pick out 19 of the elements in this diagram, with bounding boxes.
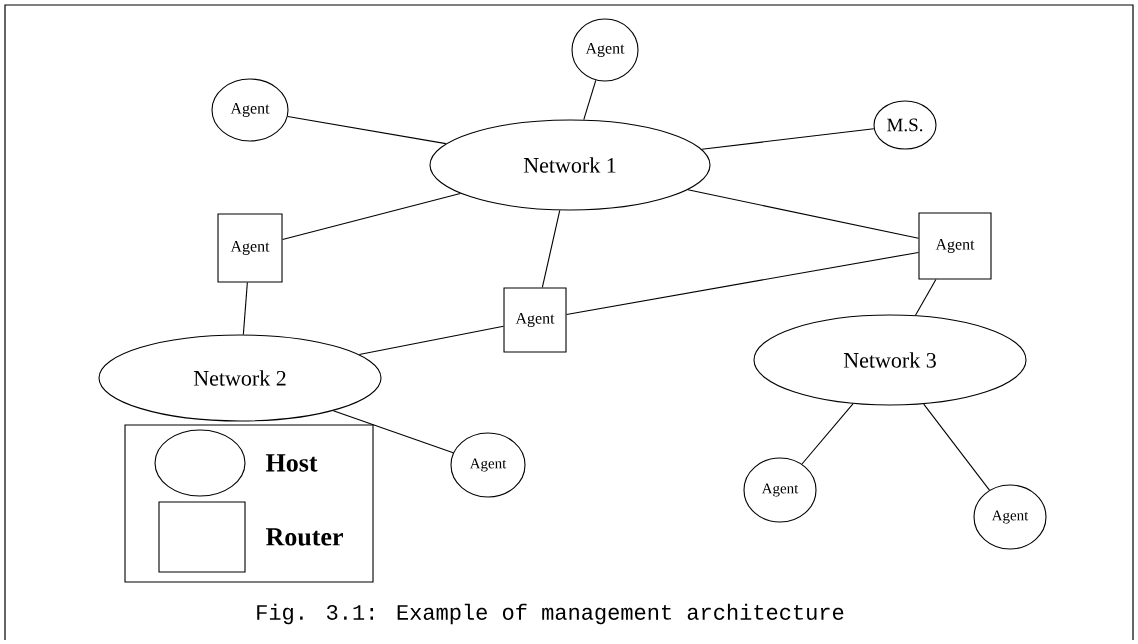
- link-line: [914, 279, 937, 316]
- link-line: [242, 282, 248, 335]
- link-line: [701, 128, 875, 150]
- link-line: [801, 403, 854, 465]
- caption: Fig. 3.1: Example of management architecture: [257, 603, 844, 625]
- link-line: [358, 325, 504, 356]
- link-line: [583, 79, 597, 121]
- legend-label: Router: [266, 528, 343, 546]
- link-line: [687, 189, 919, 239]
- router-box: Agent: [217, 213, 283, 283]
- router-box: Agent: [503, 287, 567, 353]
- link-line: [923, 403, 990, 491]
- link-line: [287, 115, 447, 145]
- link-line: [566, 251, 919, 316]
- router-box: Agent: [918, 212, 992, 280]
- link-line: [541, 209, 561, 288]
- legend-label: Host: [266, 454, 318, 472]
- link-line: [282, 192, 461, 241]
- link-line: [332, 410, 454, 454]
